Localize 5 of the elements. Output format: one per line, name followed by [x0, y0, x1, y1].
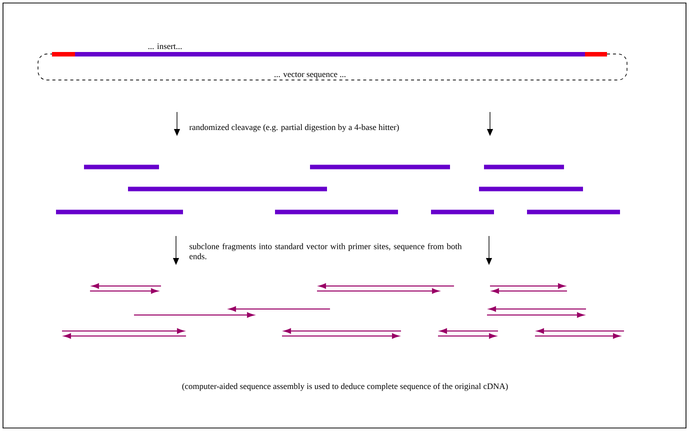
step-description: randomized cleavage (e.g. partial digestion by a 4-base hitter) — [189, 124, 399, 132]
caption-note: (computer-aided sequence assembly is used to deduce complete sequence of the original cDNA) — [182, 383, 508, 391]
step-description: subclone fragments into standard vector with primer sites, sequence from both ends. — [190, 243, 462, 260]
insert-label: ... insert... — [148, 43, 182, 50]
vector-label: ... vector sequence ... — [274, 72, 346, 79]
